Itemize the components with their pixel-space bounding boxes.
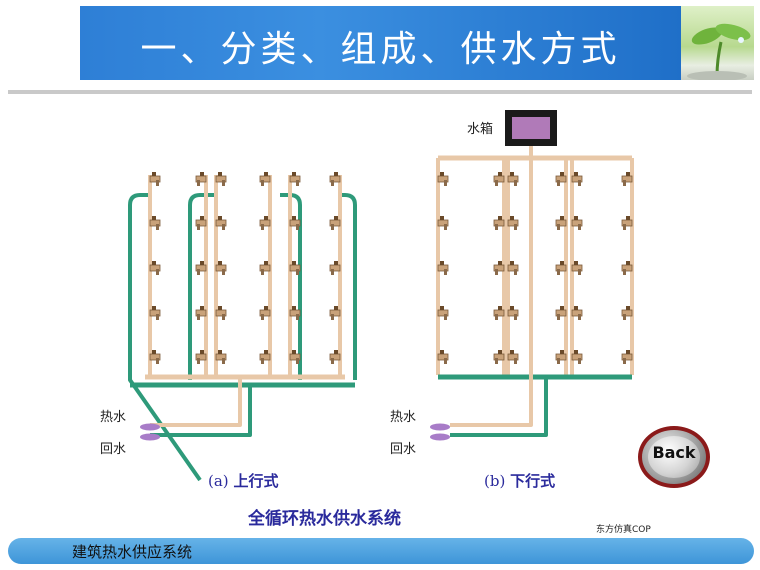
back-button[interactable]: Back [638,426,710,488]
water-tank [505,110,557,146]
hot-valve-a-icon [140,424,160,431]
back-button-label: Back [642,443,706,462]
page-title: 一、分类、组成、供水方式 [80,20,681,72]
caption-b-text: 下行式 [510,472,555,490]
return-water-label-a: 回水 [100,438,126,457]
return-loop-a4 [340,195,355,380]
hot-valve-b-icon [430,424,450,431]
seedling-photo [681,6,754,80]
footer-bar: 建筑热水供应系统 [8,538,754,564]
hot-water-label-a: 热水 [100,406,126,425]
caption-b: (b) 下行式 [484,470,555,491]
credit-text: 东方仿真COP [596,522,651,535]
caption-a-letter: (a) [208,472,229,490]
footer-title: 建筑热水供应系统 [72,541,192,562]
water-tank-label: 水箱 [467,118,493,137]
return-water-label-b: 回水 [390,438,416,457]
title-bar: 一、分类、组成、供水方式 [80,6,681,80]
hot-water-label-b: 热水 [390,406,416,425]
hot-line-b [450,158,531,425]
seedling-image [681,6,754,80]
header-divider [8,90,752,94]
caption-a-text: 上行式 [233,472,278,490]
caption-a: (a) 上行式 [208,470,278,491]
figure-caption: 全循环热水供水系统 [248,504,401,529]
return-valve-a-icon [140,434,160,441]
caption-b-letter: (b) [484,472,505,490]
return-valve-b-icon [430,434,450,441]
